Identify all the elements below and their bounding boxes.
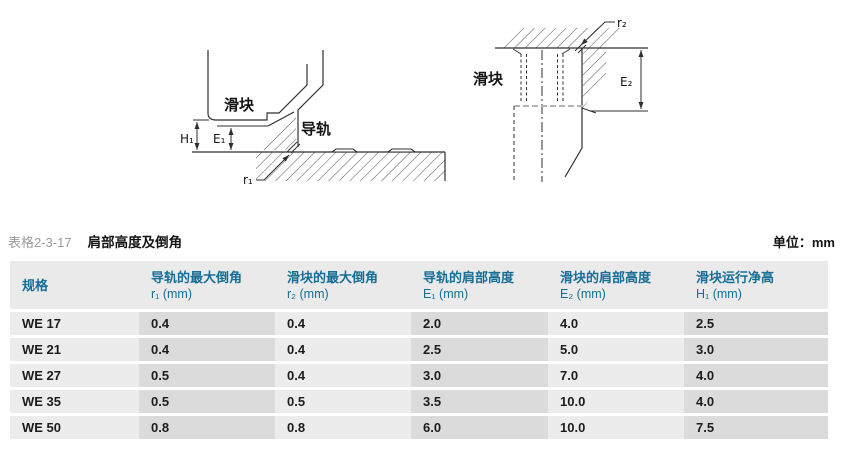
col-header-label: 滑块的最大倒角 <box>287 269 379 285</box>
base-section-hatch <box>256 152 445 181</box>
e2-dimension-label: E₂ <box>620 75 633 89</box>
table-cell: 7.0 <box>548 364 684 387</box>
table-cell-spec: WE 21 <box>10 338 139 361</box>
table-cell: 2.5 <box>684 312 828 335</box>
col-header-label: 滑块的肩部高度 <box>560 269 652 285</box>
table-cell: 0.8 <box>139 416 275 439</box>
table-cell: 3.0 <box>411 364 548 387</box>
r1-dimension-label: r₁ <box>243 173 253 187</box>
table-cell: 10.0 <box>548 390 684 413</box>
col-header-unit: E₂ (mm) <box>560 286 606 301</box>
table-cell: 5.0 <box>548 338 684 361</box>
table-cell: 0.4 <box>275 364 411 387</box>
table-cell: 7.5 <box>684 416 828 439</box>
table-cell: 2.0 <box>411 312 548 335</box>
r2-dimension-label: r₂ <box>617 16 627 30</box>
table-section-hatch <box>500 28 624 48</box>
table-number: 表格2-3-17 <box>8 235 72 250</box>
left-diagram: 滑块 导轨 H₁ E₁ r₁ <box>180 50 446 187</box>
rail-top-chamfer <box>267 111 295 127</box>
table-cell: 0.4 <box>275 338 411 361</box>
col-header-label: 规格 <box>22 277 49 293</box>
table-cell: 0.5 <box>139 390 275 413</box>
table-cell-spec: WE 35 <box>10 390 139 413</box>
table-cell: 0.8 <box>275 416 411 439</box>
rail-label: 导轨 <box>301 120 331 138</box>
countersink-edge <box>512 48 522 55</box>
reference-pad <box>330 148 359 153</box>
col-header-e2: 滑块的肩部高度 E₂ (mm) <box>548 261 684 309</box>
table-cell: 4.0 <box>684 390 828 413</box>
table-cell: 3.0 <box>684 338 828 361</box>
table-cell: 0.4 <box>275 312 411 335</box>
table-cell: 10.0 <box>548 416 684 439</box>
reference-pad <box>386 148 417 153</box>
col-header-spec: 规格 <box>10 261 139 309</box>
e1-dimension-label: E₁ <box>213 132 226 146</box>
table-cell-spec: WE 27 <box>10 364 139 387</box>
r1-fillet-tick <box>290 143 301 154</box>
slider-label: 滑块 <box>473 71 504 88</box>
technical-diagrams: 滑块 导轨 H₁ E₁ r₁ 滑块 <box>180 16 648 187</box>
table-cell: 0.5 <box>139 364 275 387</box>
right-diagram: 滑块 E₂ r₂ <box>473 16 648 182</box>
shoulder-section-hatch <box>583 48 606 108</box>
col-header-label: 导轨的肩部高度 <box>423 269 515 285</box>
col-header-label: 滑块运行净高 <box>696 269 775 285</box>
table-cell: 3.5 <box>411 390 548 413</box>
table-caption: 表格2-3-17 肩部高度及倒角 单位：mm <box>8 231 835 251</box>
col-header-h1: 滑块运行净高 H₁ (mm) <box>684 261 828 309</box>
r2-fillet-tick <box>577 44 587 54</box>
table-cell: 0.4 <box>139 338 275 361</box>
h1-dimension-label: H₁ <box>180 132 194 146</box>
rail-section-hatch <box>258 114 296 150</box>
unit-label: 单位：mm <box>772 235 835 250</box>
col-header-unit: E₁ (mm) <box>423 286 469 301</box>
col-header-label: 导轨的最大倒角 <box>151 269 243 285</box>
table-title: 肩部高度及倒角 <box>87 235 183 250</box>
table-cell: 0.4 <box>139 312 275 335</box>
col-header-r2: 滑块的最大倒角 r₂ (mm) <box>275 261 411 309</box>
slider-outline <box>207 50 308 121</box>
table-cell: 4.0 <box>548 312 684 335</box>
table-cell: 6.0 <box>411 416 548 439</box>
r2-leader-line <box>580 21 615 46</box>
r1-leader-line <box>256 154 290 181</box>
table-cell: 4.0 <box>684 364 828 387</box>
table-cell: 2.5 <box>411 338 548 361</box>
countersink-edge <box>561 48 571 55</box>
col-header-unit: r₁ (mm) <box>151 286 193 301</box>
col-header-unit: H₁ (mm) <box>696 286 742 301</box>
table-cell-spec: WE 50 <box>10 416 139 439</box>
slider-outer-edge <box>297 50 324 147</box>
col-header-e1: 导轨的肩部高度 E₁ (mm) <box>411 261 548 309</box>
shoulder-bottom-edge <box>581 107 597 114</box>
col-header-r1: 导轨的最大倒角 r₁ (mm) <box>139 261 275 309</box>
col-header-unit: r₂ (mm) <box>287 286 329 301</box>
r1-fillet-tick <box>286 141 298 153</box>
slider-label: 滑块 <box>224 97 255 114</box>
table-cell-spec: WE 17 <box>10 312 139 335</box>
table-cell: 0.5 <box>275 390 411 413</box>
slider-right-face <box>564 48 583 178</box>
spec-table: 规格 导轨的最大倒角 r₁ (mm) 滑块的最大倒角 r₂ (mm) 导轨的肩部… <box>10 261 828 439</box>
